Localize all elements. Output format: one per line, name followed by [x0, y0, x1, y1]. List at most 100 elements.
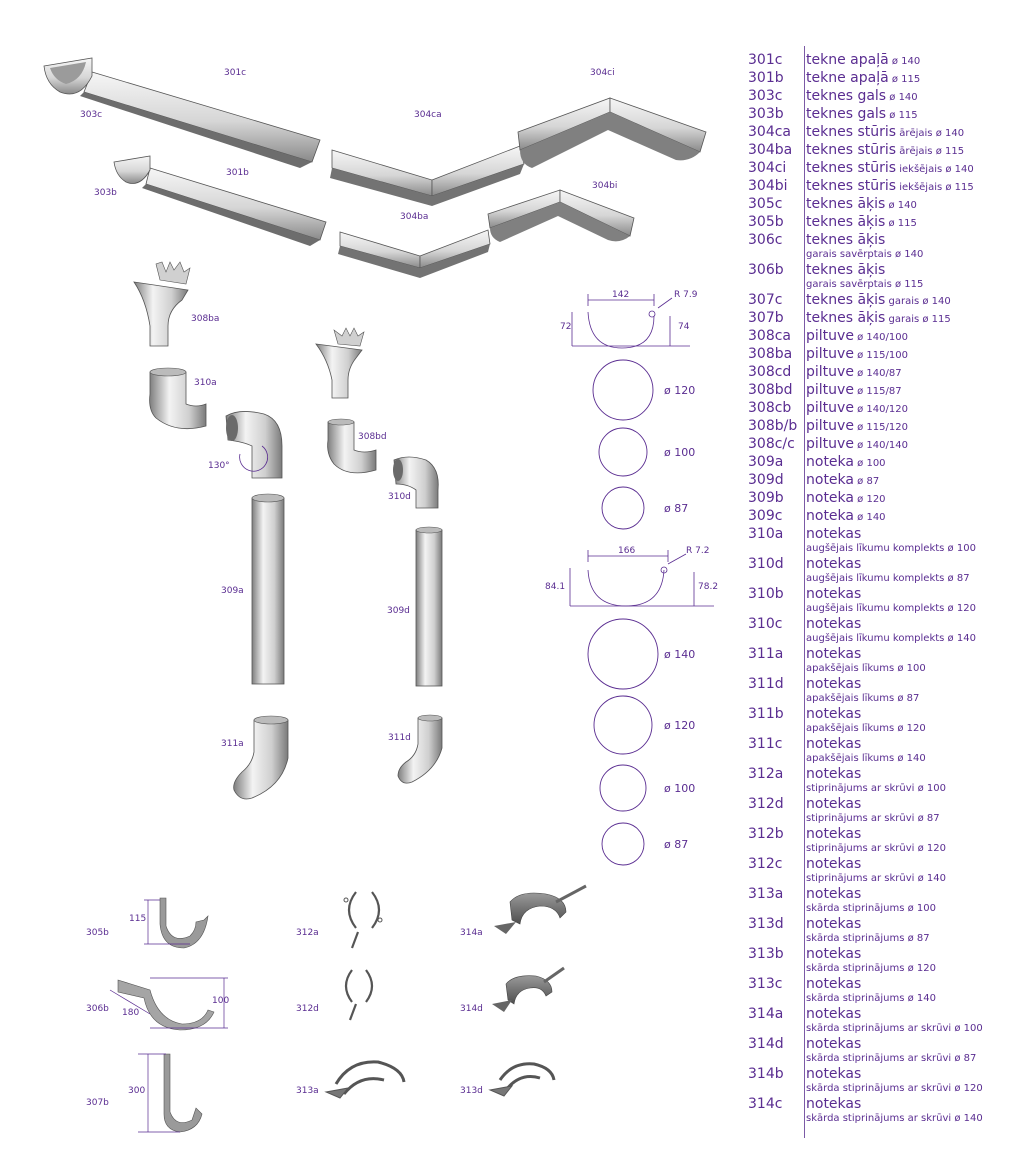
legend-description: teknes āķis garais ø 140 [806, 292, 951, 310]
legend-description: noteka ø 140 [806, 508, 886, 526]
part-label: 301b [226, 168, 249, 178]
legend-spec: ø 140/120 [853, 404, 908, 415]
legend-spec: augšējais līkumu komplekts ø 100 [806, 543, 976, 554]
dim-label: 78.2 [698, 582, 719, 592]
legend-spec: augšējais līkumu komplekts ø 87 [806, 573, 970, 584]
legend-description: noteka ø 120 [806, 490, 886, 508]
legend-main: teknes āķis [806, 214, 886, 230]
legend-description: piltuve ø 140/140 [806, 436, 908, 454]
dim-label: 166 [618, 546, 636, 556]
dim-label: 72 [560, 322, 572, 332]
gutter-corner-304ci [517, 97, 707, 168]
gutter-end-303c [43, 57, 93, 95]
dim-label: 84.1 [545, 582, 566, 592]
legend-main: teknes gals [806, 88, 887, 104]
legend-description: teknes āķis ø 115 [806, 214, 917, 232]
part-label: 306b [86, 1004, 109, 1014]
legend-spec: skārda stiprinājums ø 120 [806, 963, 936, 974]
legend-spec: apakšējais līkums ø 100 [806, 663, 926, 674]
part-label: 311d [388, 733, 411, 743]
legend-spec: stiprinājums ar skrūvi ø 87 [806, 813, 940, 824]
part-label: 308bd [358, 432, 387, 442]
legend-description: teknes stūris ārējais ø 140 [806, 124, 964, 142]
legend-code: 301b [748, 70, 784, 86]
legend-main: teknes stūris [806, 124, 897, 140]
legend-code: 307c [748, 292, 783, 308]
legend-code: 303b [748, 106, 784, 122]
legend-row: 301b tekne apaļā ø 115 [748, 70, 1033, 88]
part-label: 305b [86, 928, 109, 938]
gutter-301c [80, 71, 321, 168]
legend-main: notekas [806, 736, 862, 752]
legend-spec: apakšējais līkums ø 120 [806, 723, 926, 734]
legend-code: 313a [748, 886, 784, 902]
legend-code: 311d [748, 676, 784, 692]
legend-main: noteka [806, 490, 854, 506]
legend-main: notekas [806, 826, 862, 842]
legend-code: 309c [748, 508, 783, 524]
part-label: 314a [460, 928, 483, 938]
legend-main: piltuve [806, 436, 854, 452]
legend-main: notekas [806, 796, 862, 812]
legend-spec: skārda stiprinājums ar skrūvi ø 100 [806, 1023, 983, 1034]
legend-spec: skārda stiprinājums ø 140 [806, 993, 936, 1004]
dim-label: 180 [122, 1008, 140, 1018]
legend-spec: ø 140 [853, 512, 886, 523]
diameter-label: ø 87 [664, 838, 689, 851]
legend-spec: garais savērptais ø 115 [806, 279, 924, 290]
legend-main: teknes āķis [806, 262, 886, 278]
legend-description: teknes stūris iekšējais ø 140 [806, 160, 974, 178]
elbow-130 [225, 411, 283, 479]
legend-main: tekne apaļā [806, 52, 889, 68]
part-label: 304ba [400, 212, 429, 222]
pipe-309d [415, 526, 443, 687]
legend-main: teknes āķis [806, 292, 886, 308]
legend-description: tekne apaļā ø 115 [806, 70, 920, 88]
legend-code: 311a [748, 646, 784, 662]
parts-illustration [43, 57, 714, 1133]
legend-spec: ø 140/100 [853, 332, 908, 343]
clamp-312d [344, 969, 374, 1021]
legend-spec: ø 140/87 [853, 368, 902, 379]
legend-spec: garais ø 115 [885, 314, 951, 325]
legend-description: piltuve ø 115/120 [806, 418, 908, 436]
legend-spec: stiprinājums ar skrūvi ø 140 [806, 873, 946, 884]
dim-label: 115 [129, 914, 147, 924]
legend-code: 308ba [748, 346, 793, 362]
legend-spec: apakšējais līkums ø 140 [806, 753, 926, 764]
legend-code: 308ca [748, 328, 791, 344]
legend-code: 313b [748, 946, 784, 962]
legend-spec: ø 87 [853, 476, 880, 487]
diameter-label: ø 100 [664, 446, 696, 459]
legend-description: noteka ø 100 [806, 454, 886, 472]
legend-code: 308cb [748, 400, 792, 416]
part-label: 304bi [592, 181, 618, 191]
legend-code: 310d [748, 556, 784, 572]
legend-spec: apakšējais līkums ø 87 [806, 693, 920, 704]
legend-main: teknes stūris [806, 160, 897, 176]
gutter-301b [142, 167, 327, 246]
legend-code: 311c [748, 736, 783, 752]
legend-main: notekas [806, 1096, 862, 1112]
legend-description: piltuve ø 115/87 [806, 382, 902, 400]
